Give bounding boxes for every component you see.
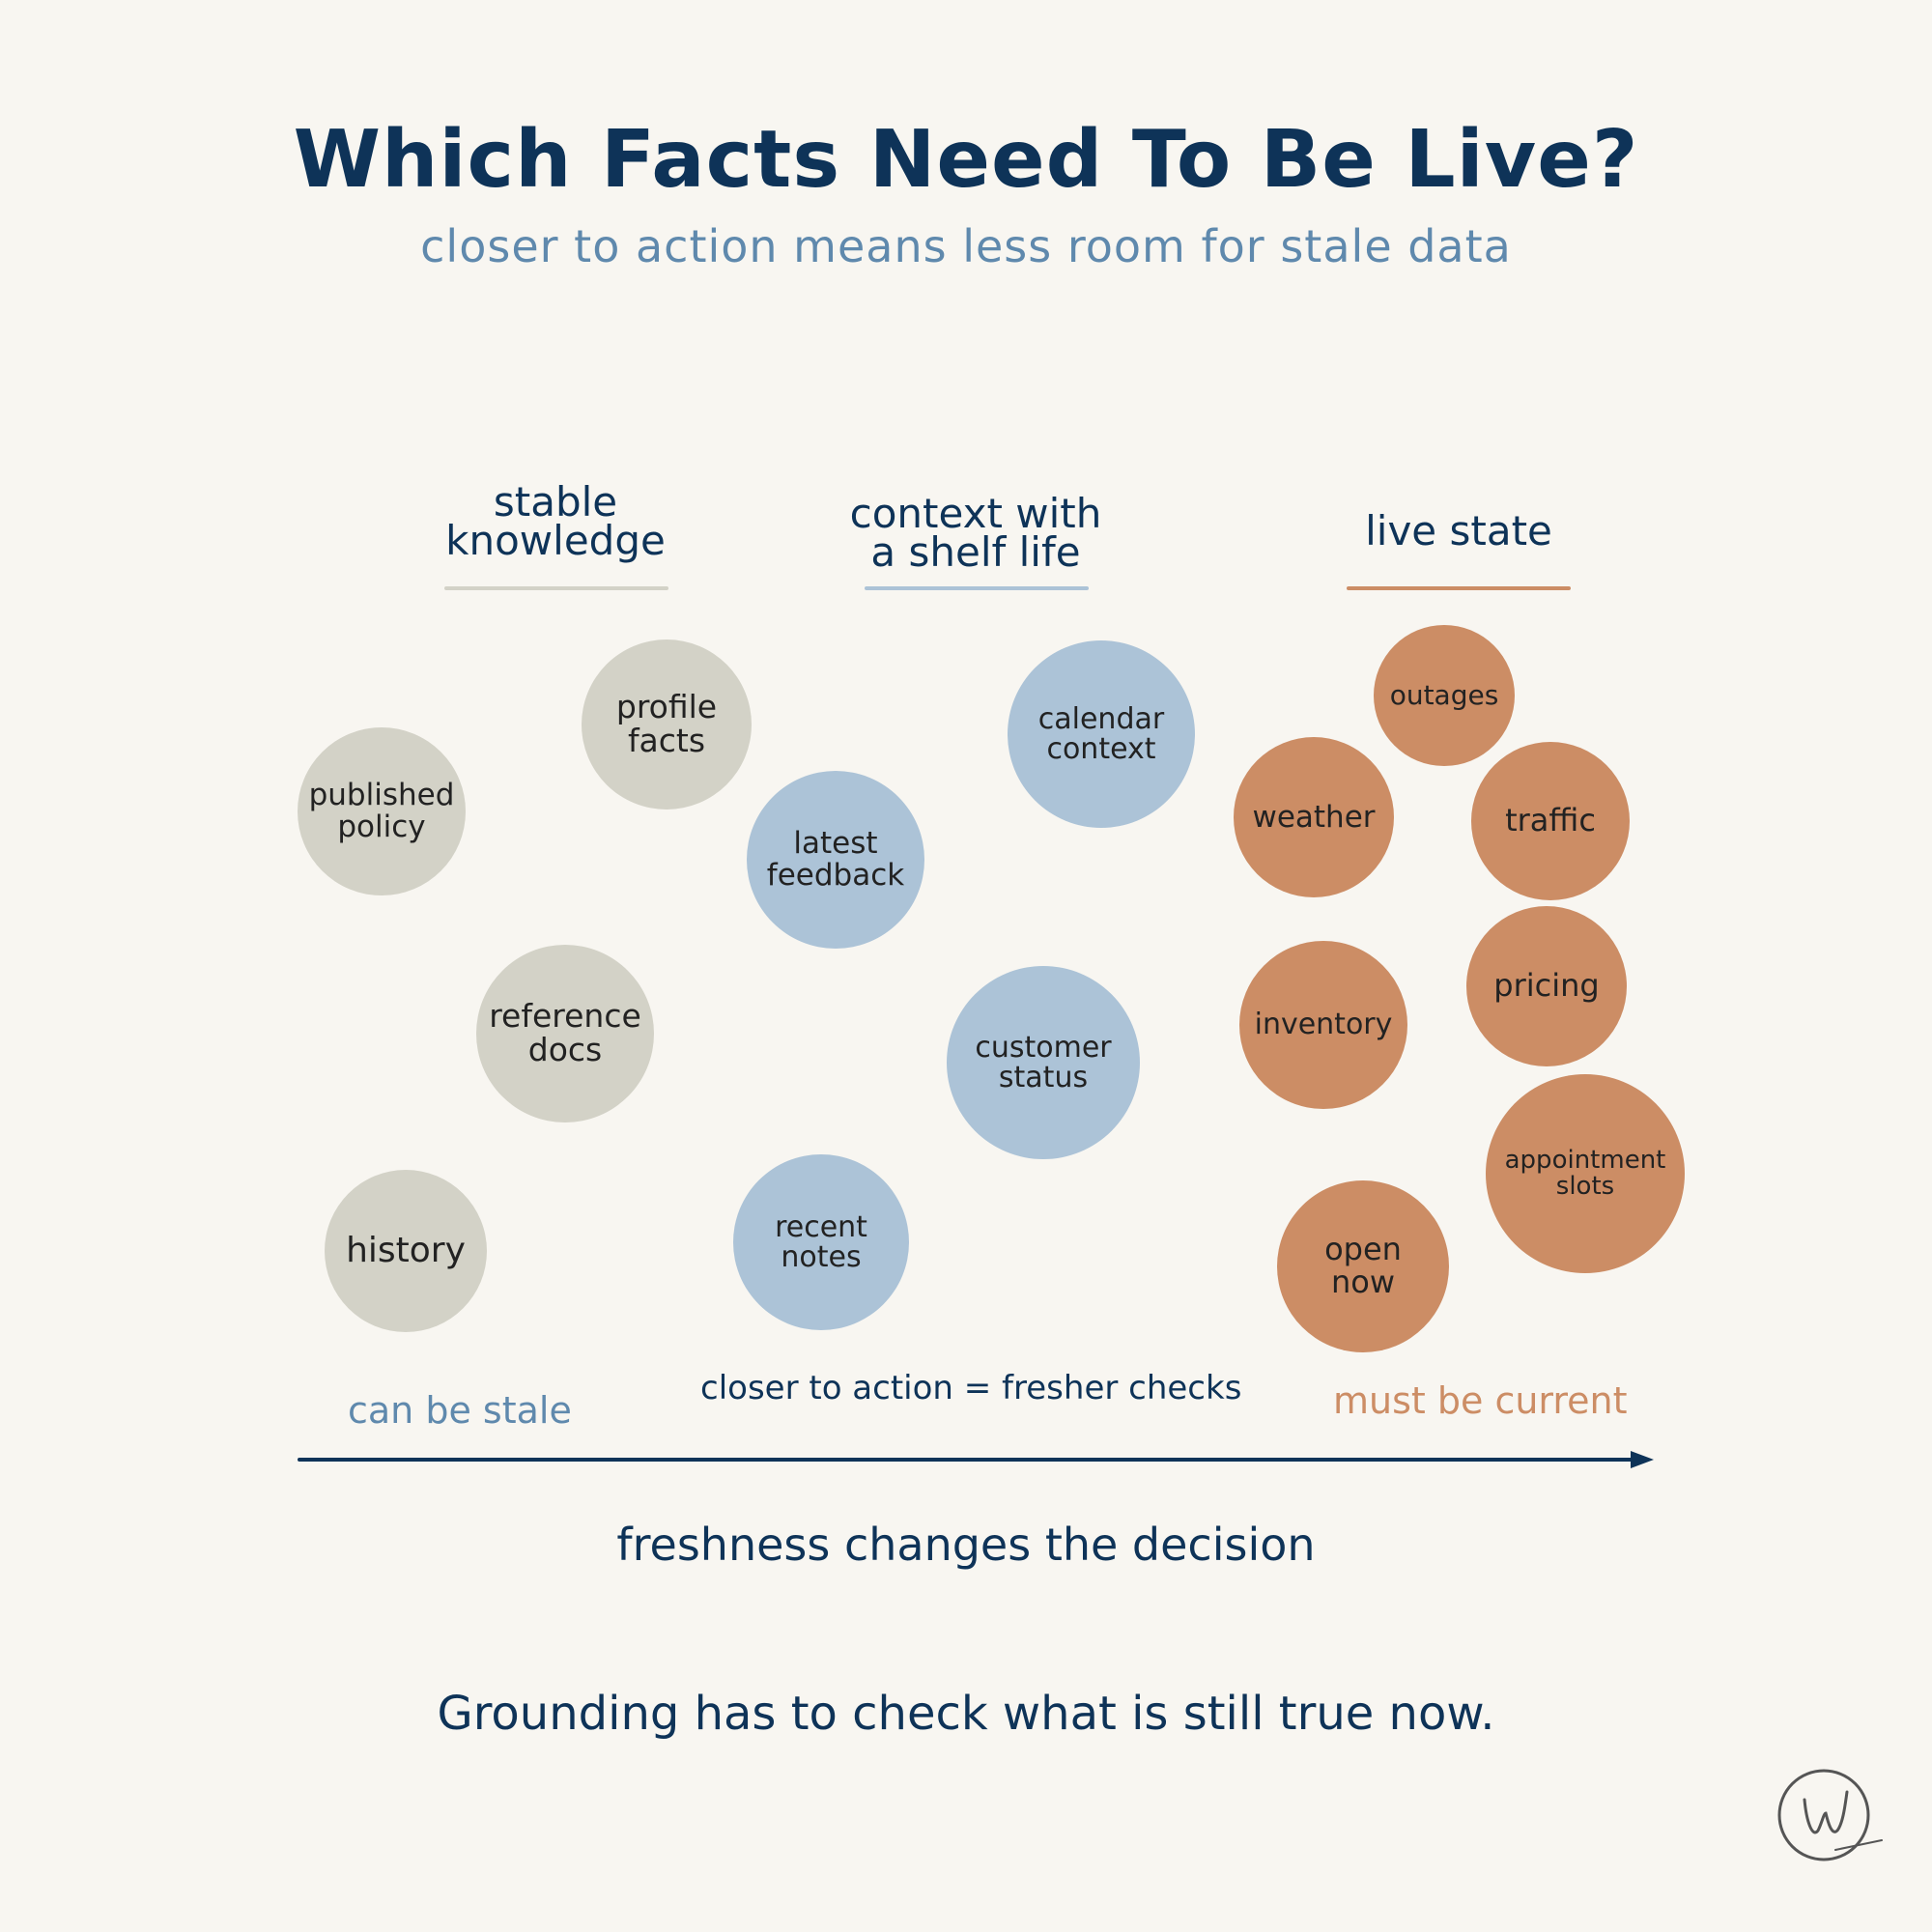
bubble-pricing: pricing [1466,906,1627,1066]
w-circle-logo-icon [1777,1769,1883,1861]
bubble-customer-status: customer status [947,966,1140,1159]
bubble-recent-notes: recent notes [733,1154,909,1330]
column-header-live: live state [1365,507,1552,554]
column-underline-shelf [865,586,1089,590]
bubble-open-now: open now [1277,1180,1449,1352]
column-underline-live [1347,586,1571,590]
bubble-history: history [325,1170,487,1332]
closing-statement: Grounding has to check what is still tru… [437,1687,1495,1741]
page-subtitle: closer to action means less room for sta… [420,220,1512,272]
bubble-latest-feedback: latest feedback [747,771,924,949]
column-header-shelf: context with a shelf life [849,490,1102,576]
axis-label-middle: closer to action = fresher checks [700,1369,1242,1407]
column-header-stable: stable knowledge [445,478,666,564]
decision-caption: freshness changes the decision [616,1519,1316,1571]
axis-label-can-be-stale: can be stale [348,1389,572,1432]
page-title: Which Facts Need To Be Live? [293,114,1639,206]
column-underline-stable [444,586,668,590]
bubble-appointment-slots: appointment slots [1486,1074,1685,1273]
freshness-arrow [298,1451,1654,1468]
bubble-calendar-context: calendar context [1008,640,1195,828]
bubble-weather: weather [1234,737,1394,897]
axis-label-must-be-current: must be current [1333,1379,1628,1422]
bubble-published-policy: published policy [298,727,466,895]
bubble-inventory: inventory [1239,941,1407,1109]
bubble-traffic: traffic [1471,742,1630,900]
bubble-reference-docs: reference docs [476,945,654,1122]
bubble-profile-facts: profile facts [582,639,752,810]
bubble-outages: outages [1374,625,1515,766]
